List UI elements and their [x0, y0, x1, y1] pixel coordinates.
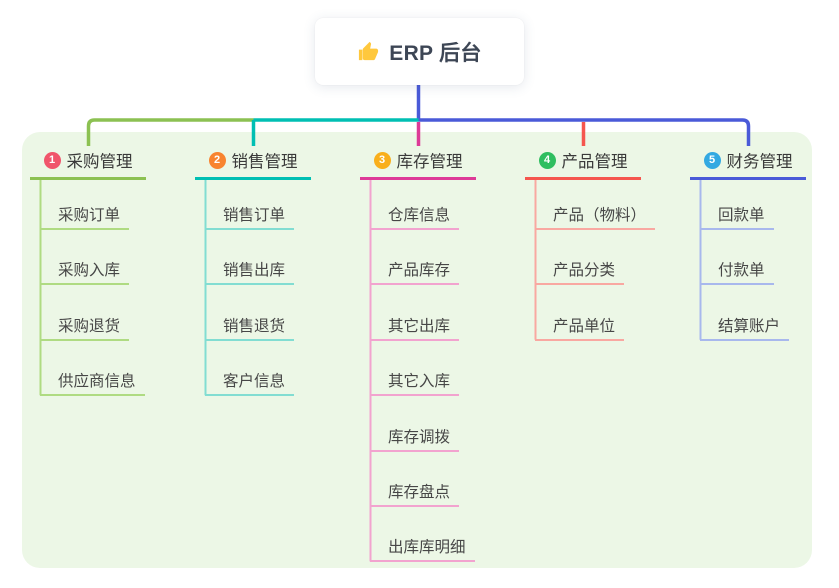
branch-label: 库存管理	[396, 153, 463, 171]
child-node[interactable]: 采购入库	[40, 255, 130, 286]
branch-number-badge: 2	[208, 151, 226, 169]
thumbs-up-icon	[357, 40, 380, 63]
child-node[interactable]: 采购退货	[40, 311, 130, 341]
child-node-label: 库存盘点	[388, 484, 451, 501]
child-node-label: 其它出库	[388, 317, 451, 335]
child-node-label: 采购订单	[58, 207, 121, 224]
child-node[interactable]: 供应商信息	[40, 366, 145, 397]
child-node[interactable]: 客户信息	[205, 366, 295, 397]
child-node-label: 销售退货	[223, 317, 286, 335]
child-node-label: 产品（物料）	[553, 207, 647, 224]
branch-node-4[interactable]: 4 产品管理	[525, 145, 641, 180]
child-node[interactable]: 销售退货	[205, 311, 295, 341]
branch-label: 产品管理	[561, 153, 628, 171]
child-node-label: 仓库信息	[388, 207, 451, 224]
child-node-label: 回款单	[718, 207, 765, 224]
branch-node-2[interactable]: 2 销售管理	[195, 145, 311, 180]
child-node-label: 采购退货	[58, 317, 121, 335]
child-node-label: 销售出库	[223, 262, 286, 280]
child-node-label: 客户信息	[223, 373, 286, 391]
branch-number-badge: 4	[538, 151, 556, 169]
child-node[interactable]: 出库库明细	[370, 532, 475, 563]
root-node-erp[interactable]: ERP 后台	[315, 18, 524, 85]
child-node[interactable]: 销售出库	[205, 255, 295, 286]
child-node[interactable]: 其它入库	[370, 366, 460, 397]
child-node[interactable]: 其它出库	[370, 311, 460, 341]
child-node-label: 产品分类	[553, 262, 616, 280]
branch-label: 财务管理	[726, 153, 793, 171]
child-node-label: 出库库明细	[388, 539, 466, 557]
child-node-label: 付款单	[718, 262, 765, 280]
child-node[interactable]: 采购订单	[40, 200, 130, 230]
child-node-label: 其它入库	[388, 373, 451, 391]
child-node[interactable]: 仓库信息	[370, 200, 460, 230]
child-node[interactable]: 产品分类	[535, 255, 625, 286]
child-node[interactable]: 库存盘点	[370, 477, 460, 507]
branch-label: 采购管理	[66, 153, 133, 171]
branch-label: 销售管理	[231, 153, 298, 171]
child-node[interactable]: 库存调拨	[370, 422, 460, 452]
child-node[interactable]: 付款单	[700, 255, 774, 286]
branch-node-1[interactable]: 1 采购管理	[30, 145, 146, 180]
child-node-label: 采购入库	[58, 262, 121, 280]
child-node[interactable]: 回款单	[700, 200, 774, 230]
child-node-label: 销售订单	[223, 207, 286, 224]
child-node[interactable]: 产品单位	[535, 311, 625, 341]
child-node-label: 产品单位	[553, 317, 616, 335]
branches-panel	[22, 132, 812, 568]
branch-number-badge: 1	[43, 151, 61, 169]
branch-number-badge: 5	[703, 151, 721, 169]
child-node[interactable]: 销售订单	[205, 200, 295, 230]
root-node-title: ERP 后台	[389, 41, 482, 65]
branch-node-5[interactable]: 5 财务管理	[690, 145, 806, 180]
branch-number-badge: 3	[373, 151, 391, 169]
child-node[interactable]: 产品（物料）	[535, 200, 656, 230]
child-node[interactable]: 结算账户	[700, 311, 790, 341]
child-node[interactable]: 产品库存	[370, 255, 460, 286]
child-node-label: 库存调拨	[388, 428, 451, 446]
child-node-label: 产品库存	[388, 262, 451, 280]
child-node-label: 结算账户	[718, 317, 781, 335]
branch-node-3[interactable]: 3 库存管理	[360, 145, 476, 180]
child-node-label: 供应商信息	[58, 373, 136, 391]
